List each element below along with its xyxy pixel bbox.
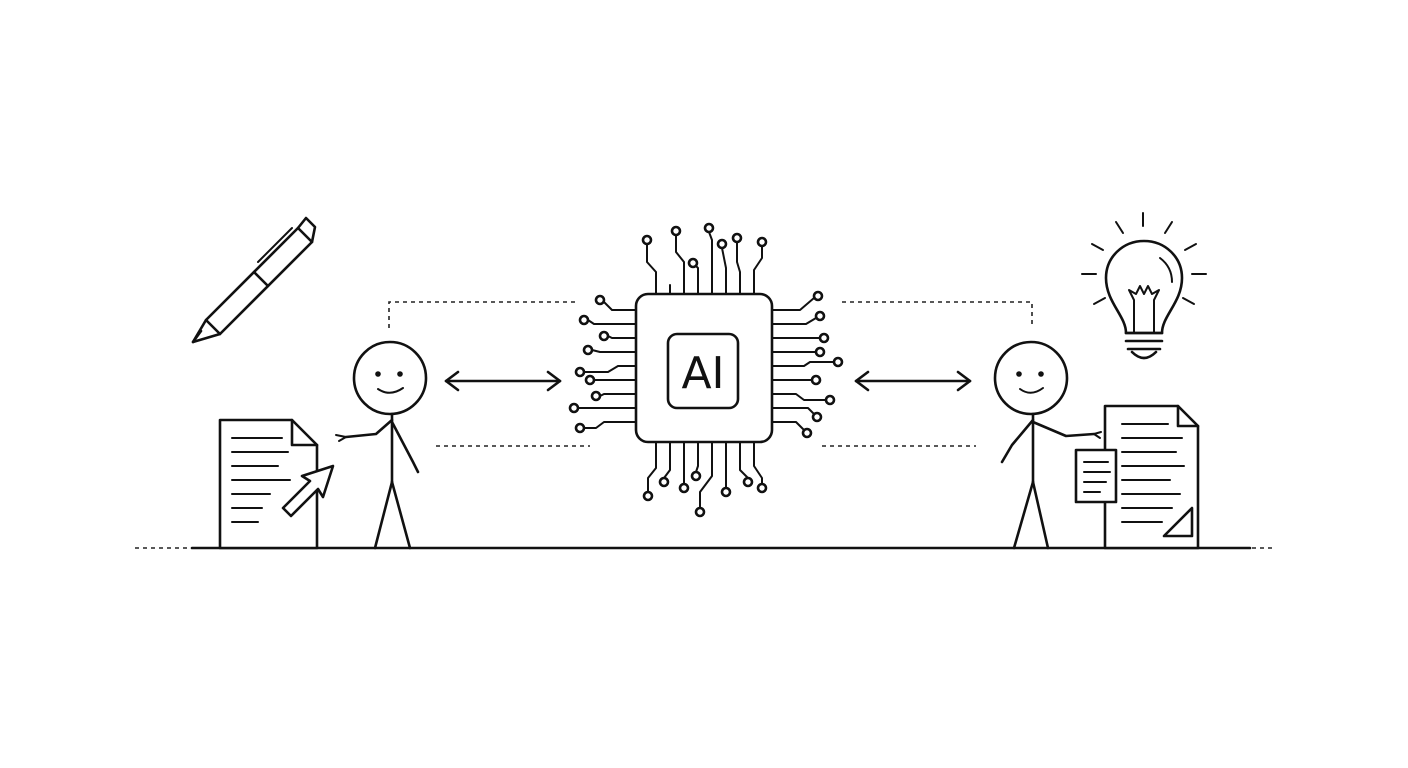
small-note-icon bbox=[1074, 448, 1118, 504]
left-person bbox=[335, 340, 428, 550]
right-dashed-connector bbox=[822, 301, 1033, 447]
left-dashed-connector bbox=[388, 301, 590, 447]
double-arrow-icon bbox=[444, 370, 562, 392]
ai-chip-icon: AI bbox=[568, 222, 844, 518]
upload-arrow-icon bbox=[281, 464, 335, 518]
document-icon bbox=[1103, 404, 1200, 550]
chip-label: AI bbox=[681, 348, 724, 399]
pen-icon bbox=[191, 216, 317, 344]
lightbulb-icon bbox=[1081, 212, 1207, 360]
right-person bbox=[993, 340, 1102, 550]
double-arrow-icon bbox=[854, 370, 972, 392]
document-icon bbox=[218, 418, 319, 550]
